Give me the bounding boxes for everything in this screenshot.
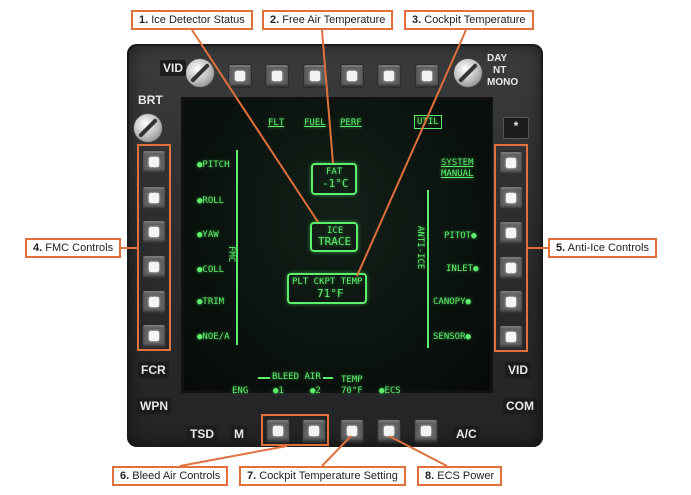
anti-ice-system: SYSTEM bbox=[441, 158, 474, 168]
day-night-mono-knob[interactable] bbox=[453, 58, 483, 88]
anti-ice-sensor-button[interactable] bbox=[499, 325, 523, 349]
fmc-pitch-button[interactable] bbox=[142, 150, 166, 174]
anti-ice-sensor: SENSOR● bbox=[433, 332, 471, 342]
bleed-air-label: BLEED AIR bbox=[270, 372, 323, 382]
anti-ice-controls-highlight bbox=[494, 144, 528, 352]
fmc-pitch: ●PITCH bbox=[197, 160, 230, 170]
asterisk-button[interactable]: * bbox=[503, 117, 529, 139]
day-label: DAY bbox=[487, 53, 508, 64]
anti-ice-pitot-button[interactable] bbox=[499, 221, 523, 245]
anti-ice-system-button[interactable] bbox=[499, 151, 523, 175]
top-button-flt[interactable] bbox=[265, 64, 289, 88]
ice-value: TRACE bbox=[318, 235, 352, 248]
temp-label: TEMP bbox=[341, 375, 363, 385]
cockpit-temp-box bbox=[287, 273, 367, 304]
anti-ice-inlet: INLET● bbox=[446, 264, 479, 274]
tab-perf[interactable]: PERF bbox=[340, 118, 362, 128]
callout-ecs-power: 8. ECS Power bbox=[417, 466, 503, 486]
callout-cockpit-temperature: 3. Cockpit Temperature bbox=[404, 10, 534, 30]
brt-label: BRT bbox=[138, 93, 163, 107]
vid-top-label: VID bbox=[160, 60, 187, 76]
fmc-yaw-button[interactable] bbox=[142, 220, 166, 244]
eng-label: ENG bbox=[232, 386, 249, 396]
cockpit-temp-value: 71°F bbox=[317, 287, 344, 300]
mono-label: MONO bbox=[487, 77, 519, 88]
callout-cockpit-temperature-setting: 7. Cockpit Temperature Setting bbox=[239, 466, 406, 486]
fmc-coll-button[interactable] bbox=[142, 255, 166, 279]
fcr-button[interactable]: FCR bbox=[138, 362, 169, 378]
tab-fuel[interactable]: FUEL bbox=[304, 118, 326, 128]
vid-right-button[interactable]: VID bbox=[505, 362, 532, 378]
bleed-air-1-button[interactable] bbox=[266, 419, 290, 443]
fmc-yaw: ●YAW bbox=[197, 230, 219, 240]
top-button-1[interactable] bbox=[228, 64, 252, 88]
top-button-util[interactable] bbox=[415, 64, 439, 88]
fmc-controls-highlight bbox=[137, 144, 171, 351]
ice-box bbox=[310, 222, 358, 252]
anti-ice-inlet-button[interactable] bbox=[499, 256, 523, 280]
fat-value: -1°C bbox=[322, 177, 349, 190]
fmc-roll: ●ROLL bbox=[197, 196, 225, 206]
vid-brightness-knob[interactable] bbox=[185, 58, 215, 88]
anti-ice-bracket bbox=[427, 190, 429, 348]
nt-label: NT bbox=[493, 65, 507, 76]
cockpit-temp-label: PLT CKPT TEMP bbox=[292, 277, 363, 287]
tab-flt[interactable]: FLT bbox=[268, 118, 285, 128]
anti-ice-canopy-button[interactable] bbox=[499, 290, 523, 314]
fmc-trim: ●TRIM bbox=[197, 297, 225, 307]
ecs-power-button[interactable] bbox=[377, 419, 401, 443]
brt-knob[interactable] bbox=[133, 113, 163, 143]
temp-setting-button[interactable] bbox=[340, 419, 364, 443]
fmc-noe-button[interactable] bbox=[142, 324, 166, 348]
ecs-label: ●ECS bbox=[379, 386, 401, 396]
anti-ice-pitot: PITOT● bbox=[444, 231, 477, 241]
callout-free-air-temperature: 2. Free Air Temperature bbox=[262, 10, 394, 30]
fmc-bracket bbox=[236, 150, 238, 345]
right-button-2[interactable] bbox=[499, 186, 523, 210]
bleed-air-2-button[interactable] bbox=[302, 419, 326, 443]
m-button[interactable]: M bbox=[231, 426, 247, 442]
fmc-roll-button[interactable] bbox=[142, 186, 166, 210]
ice-label: ICE bbox=[327, 226, 344, 236]
callout-fmc-controls: 4. FMC Controls bbox=[25, 238, 122, 258]
fmc-coll: ●COLL bbox=[197, 265, 225, 275]
bottom-button-6[interactable] bbox=[414, 419, 438, 443]
anti-ice-canopy: CANOPY● bbox=[433, 297, 471, 307]
fat-box bbox=[311, 163, 357, 195]
ac-button[interactable]: A/C bbox=[453, 426, 480, 442]
callout-bleed-air-controls: 6. Bleed Air Controls bbox=[112, 466, 229, 486]
wpn-button[interactable]: WPN bbox=[137, 398, 171, 414]
bleed-2: ●2 bbox=[310, 386, 321, 396]
fat-label: FAT bbox=[326, 167, 343, 177]
com-button[interactable]: COM bbox=[503, 398, 537, 414]
anti-ice-manual: MANUAL bbox=[441, 169, 474, 179]
top-button-fuel[interactable] bbox=[303, 64, 327, 88]
bleed-1: ●1 bbox=[273, 386, 284, 396]
mfd-screen bbox=[181, 97, 493, 393]
temp-value: 70°F bbox=[341, 386, 363, 396]
fmc-trim-button[interactable] bbox=[142, 290, 166, 314]
fmc-noe: ●NOE/A bbox=[197, 332, 230, 342]
bleed-air-highlight bbox=[261, 414, 329, 446]
tsd-button[interactable]: TSD bbox=[187, 426, 217, 442]
top-button-5[interactable] bbox=[377, 64, 401, 88]
callout-anti-ice-controls: 5. Anti-Ice Controls bbox=[548, 238, 657, 258]
top-button-perf[interactable] bbox=[340, 64, 364, 88]
callout-ice-detector-status: 1. Ice Detector Status bbox=[131, 10, 253, 30]
